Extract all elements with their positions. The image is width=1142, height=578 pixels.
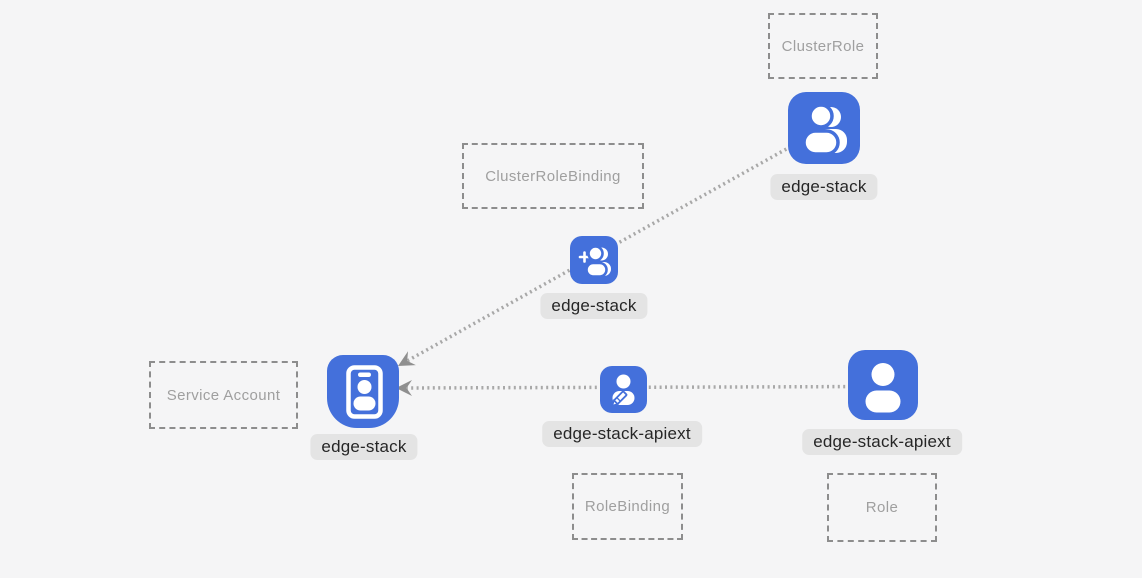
arrowhead-icon <box>398 351 416 366</box>
user-edit-icon <box>611 374 635 407</box>
user-plus-icon <box>578 245 611 278</box>
node-name: edge-stack <box>781 177 867 196</box>
node-name-chip: edge-stack-apiext <box>542 421 702 447</box>
node-name: edge-stack-apiext <box>813 432 951 451</box>
node-name-chip: edge-stack <box>310 434 418 460</box>
kind-box-cluster-role-binding: ClusterRoleBinding <box>462 143 644 209</box>
node-name-chip: edge-stack-apiext <box>802 429 962 455</box>
node-name: edge-stack <box>551 296 637 315</box>
kind-box-service-account: Service Account <box>149 361 298 429</box>
id-badge-icon <box>346 365 383 419</box>
kind-box-role-binding: RoleBinding <box>572 473 683 540</box>
node-cluster-role[interactable] <box>788 92 860 164</box>
users-icon <box>802 103 847 156</box>
kind-box-cluster-role: ClusterRole <box>768 13 878 79</box>
node-service-account[interactable] <box>327 355 399 428</box>
kind-box-role: Role <box>827 473 937 542</box>
arrowhead-icon <box>396 380 412 396</box>
node-name-chip: edge-stack <box>540 293 648 319</box>
node-name: edge-stack <box>321 437 407 456</box>
kind-label: Service Account <box>166 386 281 404</box>
kind-label: Role <box>865 499 899 516</box>
user-icon <box>865 363 901 413</box>
node-role-binding[interactable] <box>600 366 647 413</box>
node-cluster-role-binding[interactable] <box>570 236 618 284</box>
node-name-chip: edge-stack <box>770 174 878 200</box>
kind-label: ClusterRoleBinding <box>485 167 621 185</box>
node-role[interactable] <box>848 350 918 420</box>
kind-label: RoleBinding <box>584 498 671 515</box>
node-name: edge-stack-apiext <box>553 424 691 443</box>
kind-label: ClusterRole <box>781 37 865 55</box>
